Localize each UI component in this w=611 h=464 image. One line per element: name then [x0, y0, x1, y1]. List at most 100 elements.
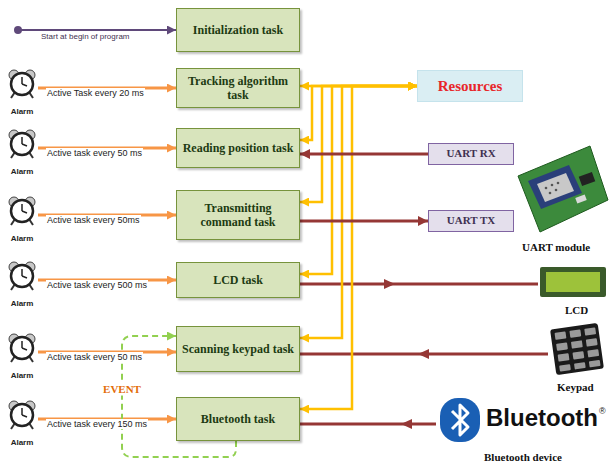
alarm-clock — [9, 70, 35, 98]
start-arrow — [18, 29, 176, 31]
alarm-label: Alarm — [11, 438, 34, 447]
wire-arrowhead — [384, 279, 395, 289]
alarm-clock — [9, 130, 35, 158]
connector — [300, 86, 417, 338]
logo-rune — [452, 405, 468, 435]
box-text: Resources — [438, 77, 503, 95]
keypad-picture — [550, 323, 604, 375]
component — [575, 194, 586, 203]
label-anchor: Active Task every 20 ms — [46, 82, 145, 100]
task-box: Initialization task — [176, 8, 300, 52]
uart-box: UART RX — [428, 143, 514, 165]
alarm-label: Alarm — [11, 234, 34, 243]
act-label: Active task every 50 ms — [46, 148, 143, 158]
label-anchor: Active task every 50 ms — [46, 346, 143, 364]
lcd-wire — [300, 283, 538, 286]
keypad-body — [550, 323, 604, 375]
label-anchor: Alarm — [6, 431, 38, 449]
alarm-clock — [9, 262, 35, 290]
wire-arrowhead — [401, 419, 412, 429]
pcb-board — [518, 146, 608, 232]
act-label: Active task every 150 ms — [46, 419, 148, 429]
chip — [579, 172, 596, 186]
key — [556, 342, 568, 350]
label-anchor: Keypad — [557, 377, 594, 395]
wire-arrowhead — [418, 349, 429, 359]
label-anchor: Alarm — [6, 227, 38, 245]
resource-box: Resources — [417, 70, 523, 102]
label-anchor: Active task every 50ms — [46, 209, 141, 227]
connector — [300, 220, 428, 223]
box-text: Scanning keypad task — [182, 342, 294, 356]
label-anchor: LCD — [565, 300, 588, 318]
db9-pin — [555, 189, 558, 192]
start-label: Start at begin of program — [40, 32, 131, 41]
act-label: Active task every 500 ms — [46, 280, 148, 290]
key — [574, 362, 586, 369]
bluetooth-logo — [440, 398, 480, 442]
lcd-screen — [546, 272, 600, 292]
act-label: Active task every 50 ms — [46, 352, 143, 362]
connector — [300, 86, 417, 202]
key — [569, 329, 581, 337]
act-label: Active task every 50ms — [46, 215, 141, 225]
label-anchor: Alarm — [6, 100, 38, 118]
label-anchor: Active task every 500 ms — [46, 274, 148, 292]
alarm-clock — [9, 197, 35, 225]
key — [558, 353, 570, 361]
alarm-label: Alarm — [11, 107, 34, 116]
lcd-picture — [540, 267, 606, 297]
pic-label: LCD — [565, 304, 588, 316]
db9-pin — [545, 187, 548, 190]
task-box: Bluetooth task — [176, 397, 300, 441]
label-anchor: Alarm — [6, 292, 38, 310]
uart-box: UART TX — [428, 210, 514, 232]
alarm-label: Alarm — [11, 371, 34, 380]
label-anchor: Bluetooth device — [484, 447, 562, 464]
bt-label: Bluetooth — [486, 404, 598, 431]
key — [571, 340, 583, 348]
box-text: UART TX — [447, 214, 495, 227]
db9-face — [537, 173, 574, 202]
logo-oval — [440, 398, 480, 442]
key — [572, 351, 584, 359]
act-label: Active Task every 20 ms — [46, 88, 145, 98]
box-text: LCD task — [213, 273, 263, 287]
box-text: Initialization task — [193, 23, 283, 37]
connector — [300, 86, 417, 409]
label-anchor: Active task every 150 ms — [46, 413, 148, 431]
pic-label: Keypad — [557, 381, 594, 393]
task-box: Scanning keypad task — [176, 326, 300, 372]
alarm-clock — [9, 334, 35, 362]
key — [587, 349, 599, 357]
alarm-clock — [9, 401, 35, 429]
key — [586, 338, 598, 346]
connector — [300, 86, 417, 274]
reg-label: ® — [599, 406, 606, 416]
task-box: Reading position task — [176, 128, 300, 168]
label-anchor: Start at begin of program — [40, 25, 131, 43]
label-anchor: Alarm — [6, 364, 38, 382]
bluetooth-wire — [300, 423, 436, 426]
pic-label: UART module — [522, 241, 590, 253]
label-anchor: UART module — [522, 237, 590, 255]
label-anchor: Alarm — [6, 160, 38, 178]
key — [555, 331, 567, 339]
label-anchor: Bluetooth — [486, 405, 598, 431]
label-anchor: ® — [599, 400, 606, 418]
box-text: Transmitting command task — [181, 201, 295, 230]
db9-pin — [549, 192, 552, 195]
alarm-label: Alarm — [11, 167, 34, 176]
pic-label: Bluetooth device — [484, 451, 562, 463]
connector — [300, 86, 417, 140]
db9-pin — [551, 184, 554, 187]
key — [559, 364, 571, 371]
edge-label: EVENT — [101, 382, 143, 395]
key — [589, 360, 601, 367]
task-box: Tracking algorithm task — [176, 68, 300, 108]
key — [584, 327, 596, 335]
box-text: Bluetooth task — [201, 412, 275, 426]
box-text: UART RX — [446, 147, 495, 160]
connector — [300, 153, 428, 156]
